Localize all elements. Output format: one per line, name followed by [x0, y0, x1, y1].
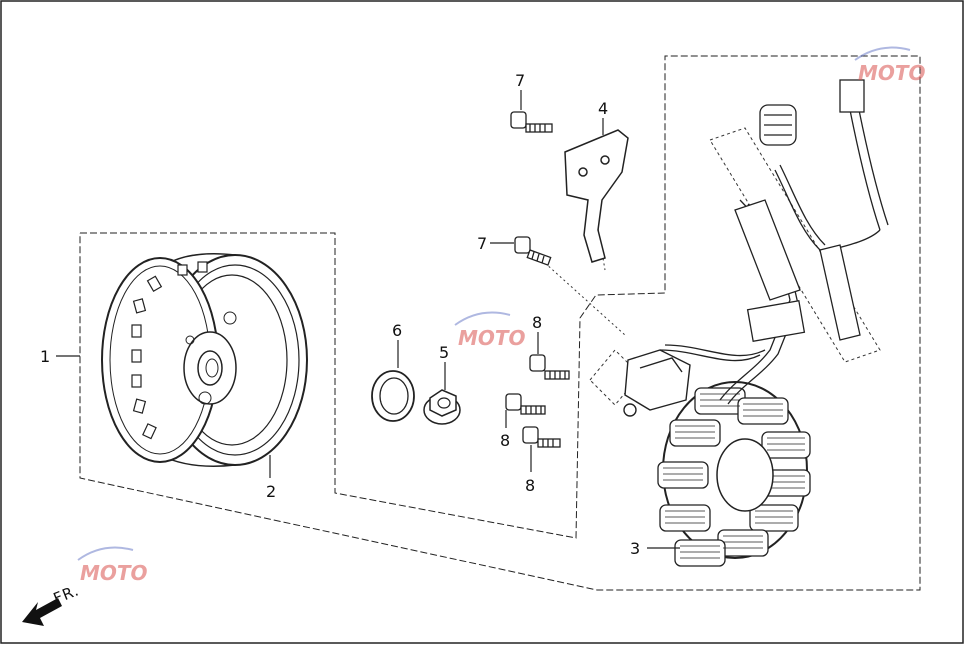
callout-3: 3 [630, 539, 640, 558]
pulser-coil [623, 349, 691, 417]
washer [371, 370, 415, 422]
front-arrow [22, 598, 62, 626]
callout-7-mid: 7 [477, 234, 487, 253]
callout-7-top: 7 [515, 71, 525, 90]
bolt [529, 354, 570, 380]
callout-6: 6 [392, 321, 402, 340]
front-label: FR. [51, 581, 82, 608]
callout-2: 2 [266, 482, 276, 501]
stator-coil [657, 381, 811, 567]
callout-8-bottom: 8 [525, 476, 535, 495]
flywheel-rotor [101, 253, 308, 467]
callout-8-left: 8 [500, 431, 510, 450]
callout-1: 1 [40, 347, 50, 366]
watermark-logo: MOTO [77, 546, 148, 585]
leader-lines [56, 90, 680, 549]
bolt [505, 393, 546, 415]
flange-nut [423, 389, 461, 425]
callout-4: 4 [598, 99, 608, 118]
watermark-logo: MOTO [854, 46, 926, 85]
wire-clamp-bracket [564, 129, 629, 263]
wire-dotted-box [709, 127, 881, 363]
assembly-line [544, 262, 626, 336]
bolt [522, 426, 561, 448]
svg-text:MOTO: MOTO [858, 61, 926, 85]
group-boundary [79, 55, 921, 591]
wire-harness [659, 79, 889, 405]
bolt [514, 236, 552, 266]
svg-text:MOTO: MOTO [80, 561, 148, 585]
callout-5: 5 [439, 343, 449, 362]
svg-text:MOTO: MOTO [458, 326, 526, 350]
callout-8-top: 8 [532, 313, 542, 332]
bolt [510, 111, 553, 133]
watermark-logo: MOTO [454, 311, 526, 350]
